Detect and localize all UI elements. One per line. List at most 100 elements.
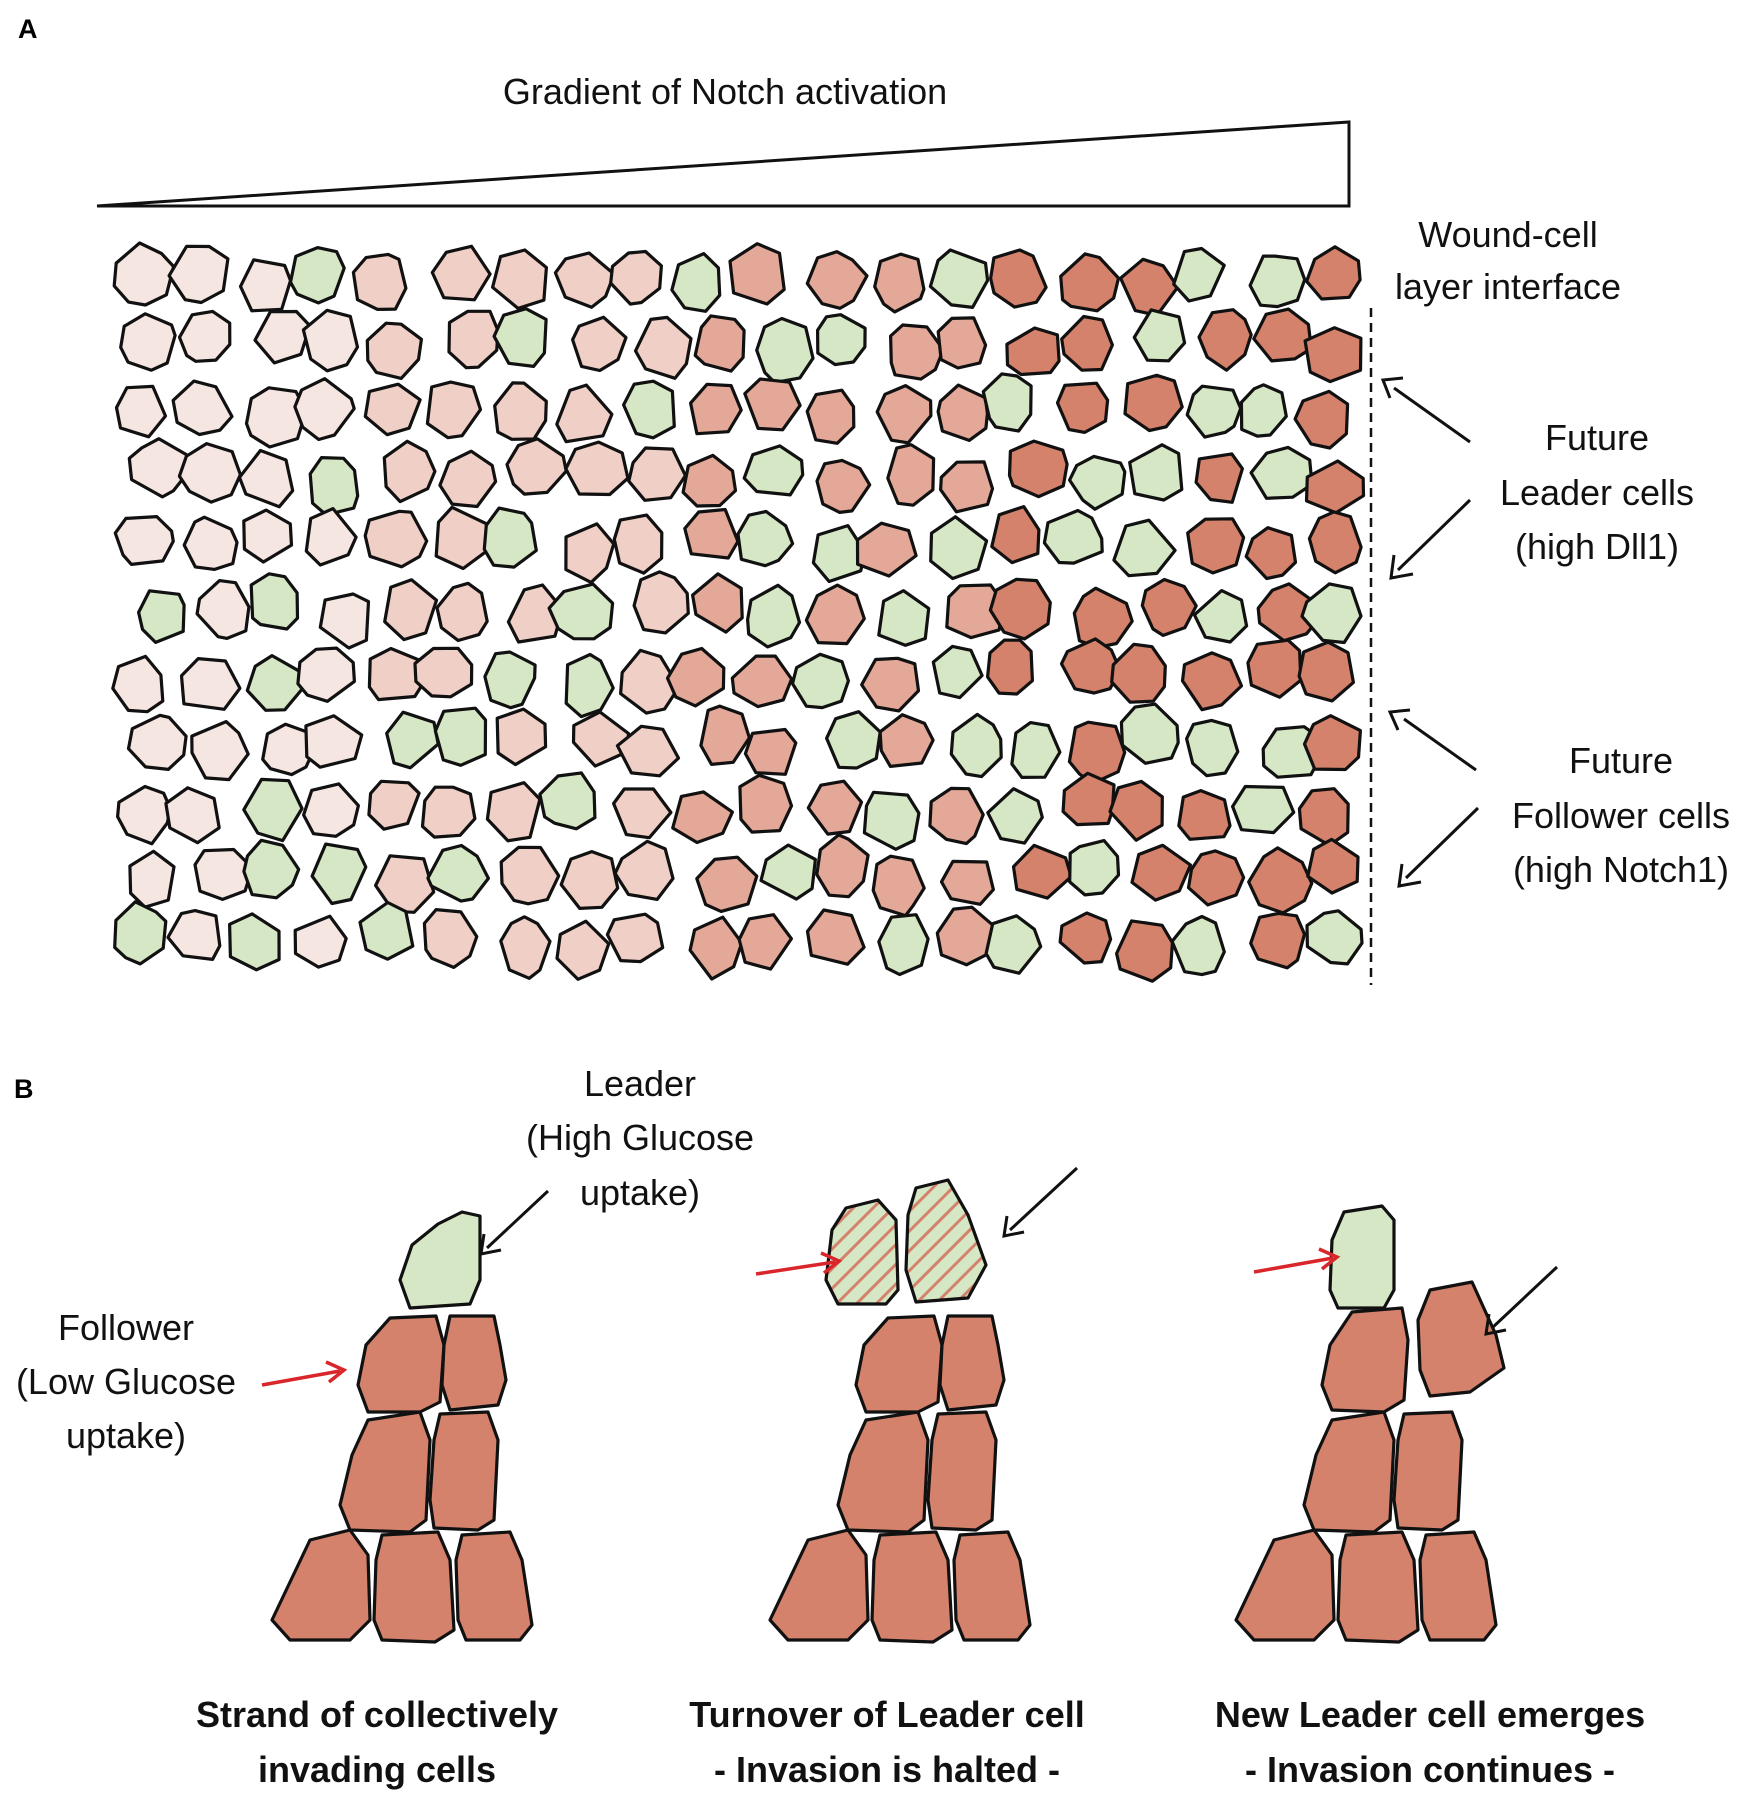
- leader-cell: [398, 1210, 482, 1310]
- future-follower-label-line3: (high Notch1): [1513, 849, 1729, 890]
- follower-cell: [238, 258, 293, 313]
- caption-turnover-line1: Turnover of Leader cell: [689, 1694, 1084, 1735]
- follower-cell: [1180, 651, 1244, 712]
- follower-cell: [430, 244, 492, 302]
- leader-cell: [547, 582, 615, 641]
- caption-strand-line2: invading cells: [258, 1749, 496, 1790]
- follower-cell: [253, 309, 312, 365]
- follower-cell: [870, 1530, 954, 1644]
- leader-cell: [929, 515, 989, 581]
- follower-cell: [737, 913, 793, 971]
- leader-cell: [1119, 702, 1180, 765]
- follower-cell: [128, 849, 176, 909]
- follower-cell: [1059, 252, 1121, 313]
- future-leader-label-line3: (high Dll1): [1515, 526, 1679, 567]
- follower-cell: [627, 446, 687, 502]
- follower-cell: [886, 443, 936, 507]
- follower-cell: [1108, 779, 1164, 842]
- follower-cell: [304, 507, 358, 567]
- follower-cell: [743, 727, 798, 776]
- follower-cell: [805, 388, 856, 445]
- follower-cell: [116, 784, 172, 846]
- leader-cell: [736, 509, 795, 568]
- leader-cell: [755, 316, 815, 385]
- strand2-black-arrow: [1002, 1166, 1079, 1238]
- follower-cell: [1304, 459, 1366, 515]
- panel-b-letter: B: [14, 1074, 34, 1104]
- follower-cell: [438, 449, 498, 509]
- follower-cell: [1293, 389, 1350, 450]
- follower-cell: [609, 249, 663, 306]
- follower-cell: [804, 583, 866, 646]
- leader-cell: [1112, 518, 1177, 578]
- follower-cell: [114, 384, 168, 439]
- follower-cell: [1058, 911, 1113, 965]
- follower-cell: [367, 779, 421, 831]
- leader-cell: [816, 313, 867, 367]
- follower-cell: [928, 786, 985, 846]
- follower-cell: [671, 790, 734, 845]
- panel-a-letter: A: [18, 14, 38, 44]
- follower-cell: [119, 312, 177, 372]
- turnover-leader-cell: [904, 1178, 988, 1304]
- follower-cell: [559, 850, 620, 910]
- leader-cell: [877, 589, 931, 647]
- follower-cell: [939, 859, 995, 906]
- leader-cell: [385, 710, 440, 770]
- follower-cell: [301, 308, 360, 373]
- leader-cell: [1042, 508, 1104, 565]
- follower-cell: [571, 710, 631, 768]
- follower-cell: [491, 248, 548, 310]
- follower-cell: [425, 380, 483, 440]
- follower-cell: [612, 513, 664, 575]
- leader-cell: [1068, 839, 1121, 897]
- strand3-black-arrow: [1484, 1265, 1559, 1336]
- follower-cell: [683, 507, 740, 560]
- follower-cell: [182, 515, 239, 571]
- follower-cell: [743, 377, 802, 432]
- follower-cell: [1197, 308, 1253, 372]
- follower-cell: [553, 251, 616, 309]
- follower-label-line3: uptake): [66, 1415, 186, 1456]
- wound-interface-label-line1: Wound-cell: [1418, 214, 1597, 255]
- follower-cell: [728, 242, 786, 306]
- follower-arrow-1: [1387, 708, 1477, 772]
- leader-cell: [137, 589, 186, 644]
- follower-cell: [177, 309, 232, 363]
- follower-cell: [356, 1314, 446, 1414]
- leader-cell: [1170, 914, 1226, 977]
- follower-cell: [805, 908, 866, 966]
- follower-cell: [1186, 517, 1246, 575]
- leader-cell: [245, 654, 307, 712]
- follower-cell: [495, 707, 548, 767]
- leader-label: Leader (High Glucose uptake): [526, 1063, 754, 1213]
- follower-cell: [1067, 720, 1127, 785]
- follower-cell: [363, 382, 422, 437]
- follower-cell: [499, 845, 561, 906]
- follower-cell: [681, 453, 738, 508]
- follower-cell: [190, 720, 250, 782]
- follower-cell: [1392, 1410, 1464, 1532]
- cell-monolayer: [111, 241, 1366, 983]
- follower-cell: [695, 855, 759, 913]
- follower-cell: [939, 460, 995, 514]
- follower-cell: [318, 592, 371, 650]
- leader-cell: [483, 650, 537, 710]
- follower-cell: [1059, 637, 1122, 695]
- follower-cell: [1297, 640, 1355, 703]
- leader-cell: [1185, 718, 1240, 778]
- follower-cell: [1418, 1530, 1498, 1642]
- follower-cell: [936, 316, 988, 370]
- follower-cell: [413, 646, 474, 699]
- turnover-leader-cell: [824, 1198, 900, 1306]
- leader-arrow-2: [1389, 498, 1472, 580]
- follower-cell: [382, 439, 437, 504]
- follower-cell: [242, 508, 294, 564]
- leader-cell: [1172, 246, 1226, 303]
- follower-cell: [1060, 314, 1114, 372]
- follower-cell: [938, 1314, 1006, 1412]
- follower-cell: [126, 713, 188, 771]
- follower-cell: [1186, 849, 1246, 907]
- leader-cell: [538, 771, 597, 831]
- follower-cell: [293, 914, 348, 969]
